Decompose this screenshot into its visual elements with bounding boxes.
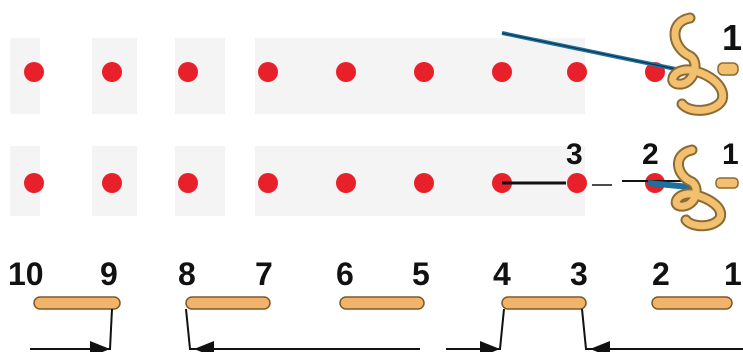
row3-bars — [34, 297, 732, 309]
row3-labels: 10 9 8 7 6 5 4 3 2 1 — [8, 256, 742, 292]
row3-label-4: 4 — [493, 256, 511, 292]
row3-label-7: 7 — [255, 256, 273, 292]
row2-dot — [567, 173, 587, 193]
row1-dot — [102, 62, 122, 82]
arrow-right-icon — [30, 309, 112, 349]
stitch-bar-4-3 — [502, 297, 586, 309]
row2-dot — [258, 173, 278, 193]
row2-dot — [102, 173, 122, 193]
stitch-bar-2-1 — [652, 297, 732, 309]
row3-label-9: 9 — [100, 256, 118, 292]
row3-label-10: 10 — [8, 256, 44, 292]
row1-dot — [258, 62, 278, 82]
row1-needle-label: 1 — [722, 17, 742, 58]
row2-dot — [414, 173, 434, 193]
row2-dot — [178, 173, 198, 193]
row3-thread-paths — [30, 309, 743, 349]
stitch-bar-8-7 — [186, 297, 270, 309]
stitch-bar-10-9 — [34, 297, 120, 309]
row1-dot — [24, 62, 44, 82]
row2-label-1: 1 — [722, 138, 739, 171]
stitch-bar-6-5 — [340, 297, 424, 309]
row3-label-3: 3 — [570, 256, 588, 292]
row2-label-3: 3 — [566, 138, 583, 171]
row1-dot — [567, 62, 587, 82]
row2-labels: 3 2 1 — [566, 138, 739, 171]
row3-label-1: 1 — [724, 256, 742, 292]
row1-dot — [492, 62, 512, 82]
row2-label-2: 2 — [642, 138, 659, 171]
row3-label-2: 2 — [652, 256, 670, 292]
row3-label-8: 8 — [178, 256, 196, 292]
row2-dot — [336, 173, 356, 193]
row1-dot — [414, 62, 434, 82]
row1-dot — [178, 62, 198, 82]
row2-dot — [24, 173, 44, 193]
row3-label-5: 5 — [412, 256, 430, 292]
row1-dot — [336, 62, 356, 82]
row3-label-6: 6 — [336, 256, 354, 292]
